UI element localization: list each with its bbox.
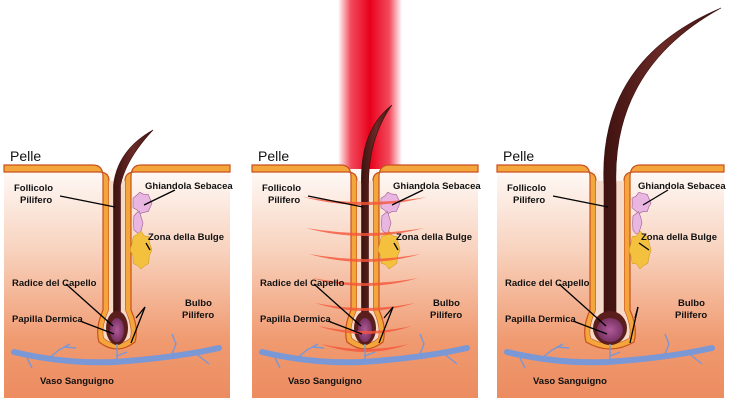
label-hair-root: Radice del Capello — [260, 278, 345, 289]
leader-line — [383, 306, 394, 319]
label-bulge-zone: Zona della Bulge — [641, 232, 717, 243]
leader-line — [135, 306, 146, 319]
label-follicle-line1: Follicolo — [507, 183, 546, 194]
label-dermal-papilla: Papilla Dermica — [260, 314, 331, 325]
skin-title: Pelle — [258, 148, 289, 164]
skin-title: Pelle — [503, 148, 534, 164]
label-dermal-papilla: Papilla Dermica — [505, 314, 576, 325]
hair-shaft — [113, 129, 154, 323]
label-follicle-line2: Pilifero — [20, 195, 52, 206]
leader-line — [313, 283, 362, 327]
blood-vessel — [259, 345, 470, 366]
capillaries — [26, 333, 210, 369]
laser-wave — [309, 254, 421, 262]
label-bulge-zone: Zona della Bulge — [396, 232, 472, 243]
label-dermal-papilla: Papilla Dermica — [12, 314, 83, 325]
leader-line — [327, 320, 363, 335]
hair-shaft — [603, 7, 722, 323]
label-follicle-line2: Pilifero — [513, 195, 545, 206]
label-bulb-line1: Bulbo — [433, 298, 460, 309]
leader-line — [393, 242, 399, 251]
leader-line — [642, 189, 669, 206]
leader-line — [552, 195, 609, 208]
bulge-zone — [628, 230, 652, 270]
label-bulb-line2: Pilifero — [182, 310, 214, 321]
laser-wave — [318, 326, 412, 334]
blood-vessel — [11, 345, 222, 366]
leader-line — [130, 306, 146, 344]
label-sebaceous-gland: Ghiandola Sebacea — [145, 181, 233, 192]
dermal-papilla — [110, 318, 124, 342]
label-bulb-line1: Bulbo — [185, 298, 212, 309]
leader-line — [572, 320, 608, 335]
leader-line — [143, 189, 176, 206]
leader-line — [391, 189, 424, 206]
label-bulb-line2: Pilifero — [675, 310, 707, 321]
label-bulb-line2: Pilifero — [430, 310, 462, 321]
capillaries — [519, 333, 703, 369]
skin-title: Pelle — [10, 148, 41, 164]
label-hair-root: Radice del Capello — [12, 278, 97, 289]
dermal-papilla — [358, 318, 372, 342]
label-bulge-zone: Zona della Bulge — [148, 232, 224, 243]
sebaceous-gland — [132, 191, 153, 215]
bulge-zone — [129, 230, 153, 270]
laser-wave — [306, 228, 424, 236]
leader-line — [378, 306, 394, 344]
leader-line — [79, 320, 115, 335]
label-follicle-line2: Pilifero — [268, 195, 300, 206]
leader-line — [145, 242, 151, 251]
sebaceous-gland — [631, 191, 652, 215]
label-blood-vessel: Vaso Sanguigno — [40, 376, 114, 387]
laser-wave — [312, 278, 418, 286]
laser-wave — [315, 303, 415, 311]
label-bulb-line1: Bulbo — [678, 298, 705, 309]
label-hair-root: Radice del Capello — [505, 278, 590, 289]
leader-line — [558, 283, 607, 327]
label-follicle-line1: Follicolo — [262, 183, 301, 194]
label-sebaceous-gland: Ghiandola Sebacea — [393, 181, 481, 192]
blood-vessel — [504, 345, 715, 366]
capillaries — [274, 333, 458, 369]
leader-line — [59, 195, 116, 208]
leader-line — [65, 283, 114, 327]
leader-line — [638, 242, 650, 251]
label-follicle-line1: Follicolo — [14, 183, 53, 194]
leader-line — [629, 306, 639, 344]
label-sebaceous-gland: Ghiandola Sebacea — [638, 181, 726, 192]
leader-line — [307, 195, 364, 208]
hair-shaft — [361, 104, 393, 323]
laser-wave — [321, 344, 409, 352]
label-blood-vessel: Vaso Sanguigno — [533, 376, 607, 387]
label-blood-vessel: Vaso Sanguigno — [288, 376, 362, 387]
